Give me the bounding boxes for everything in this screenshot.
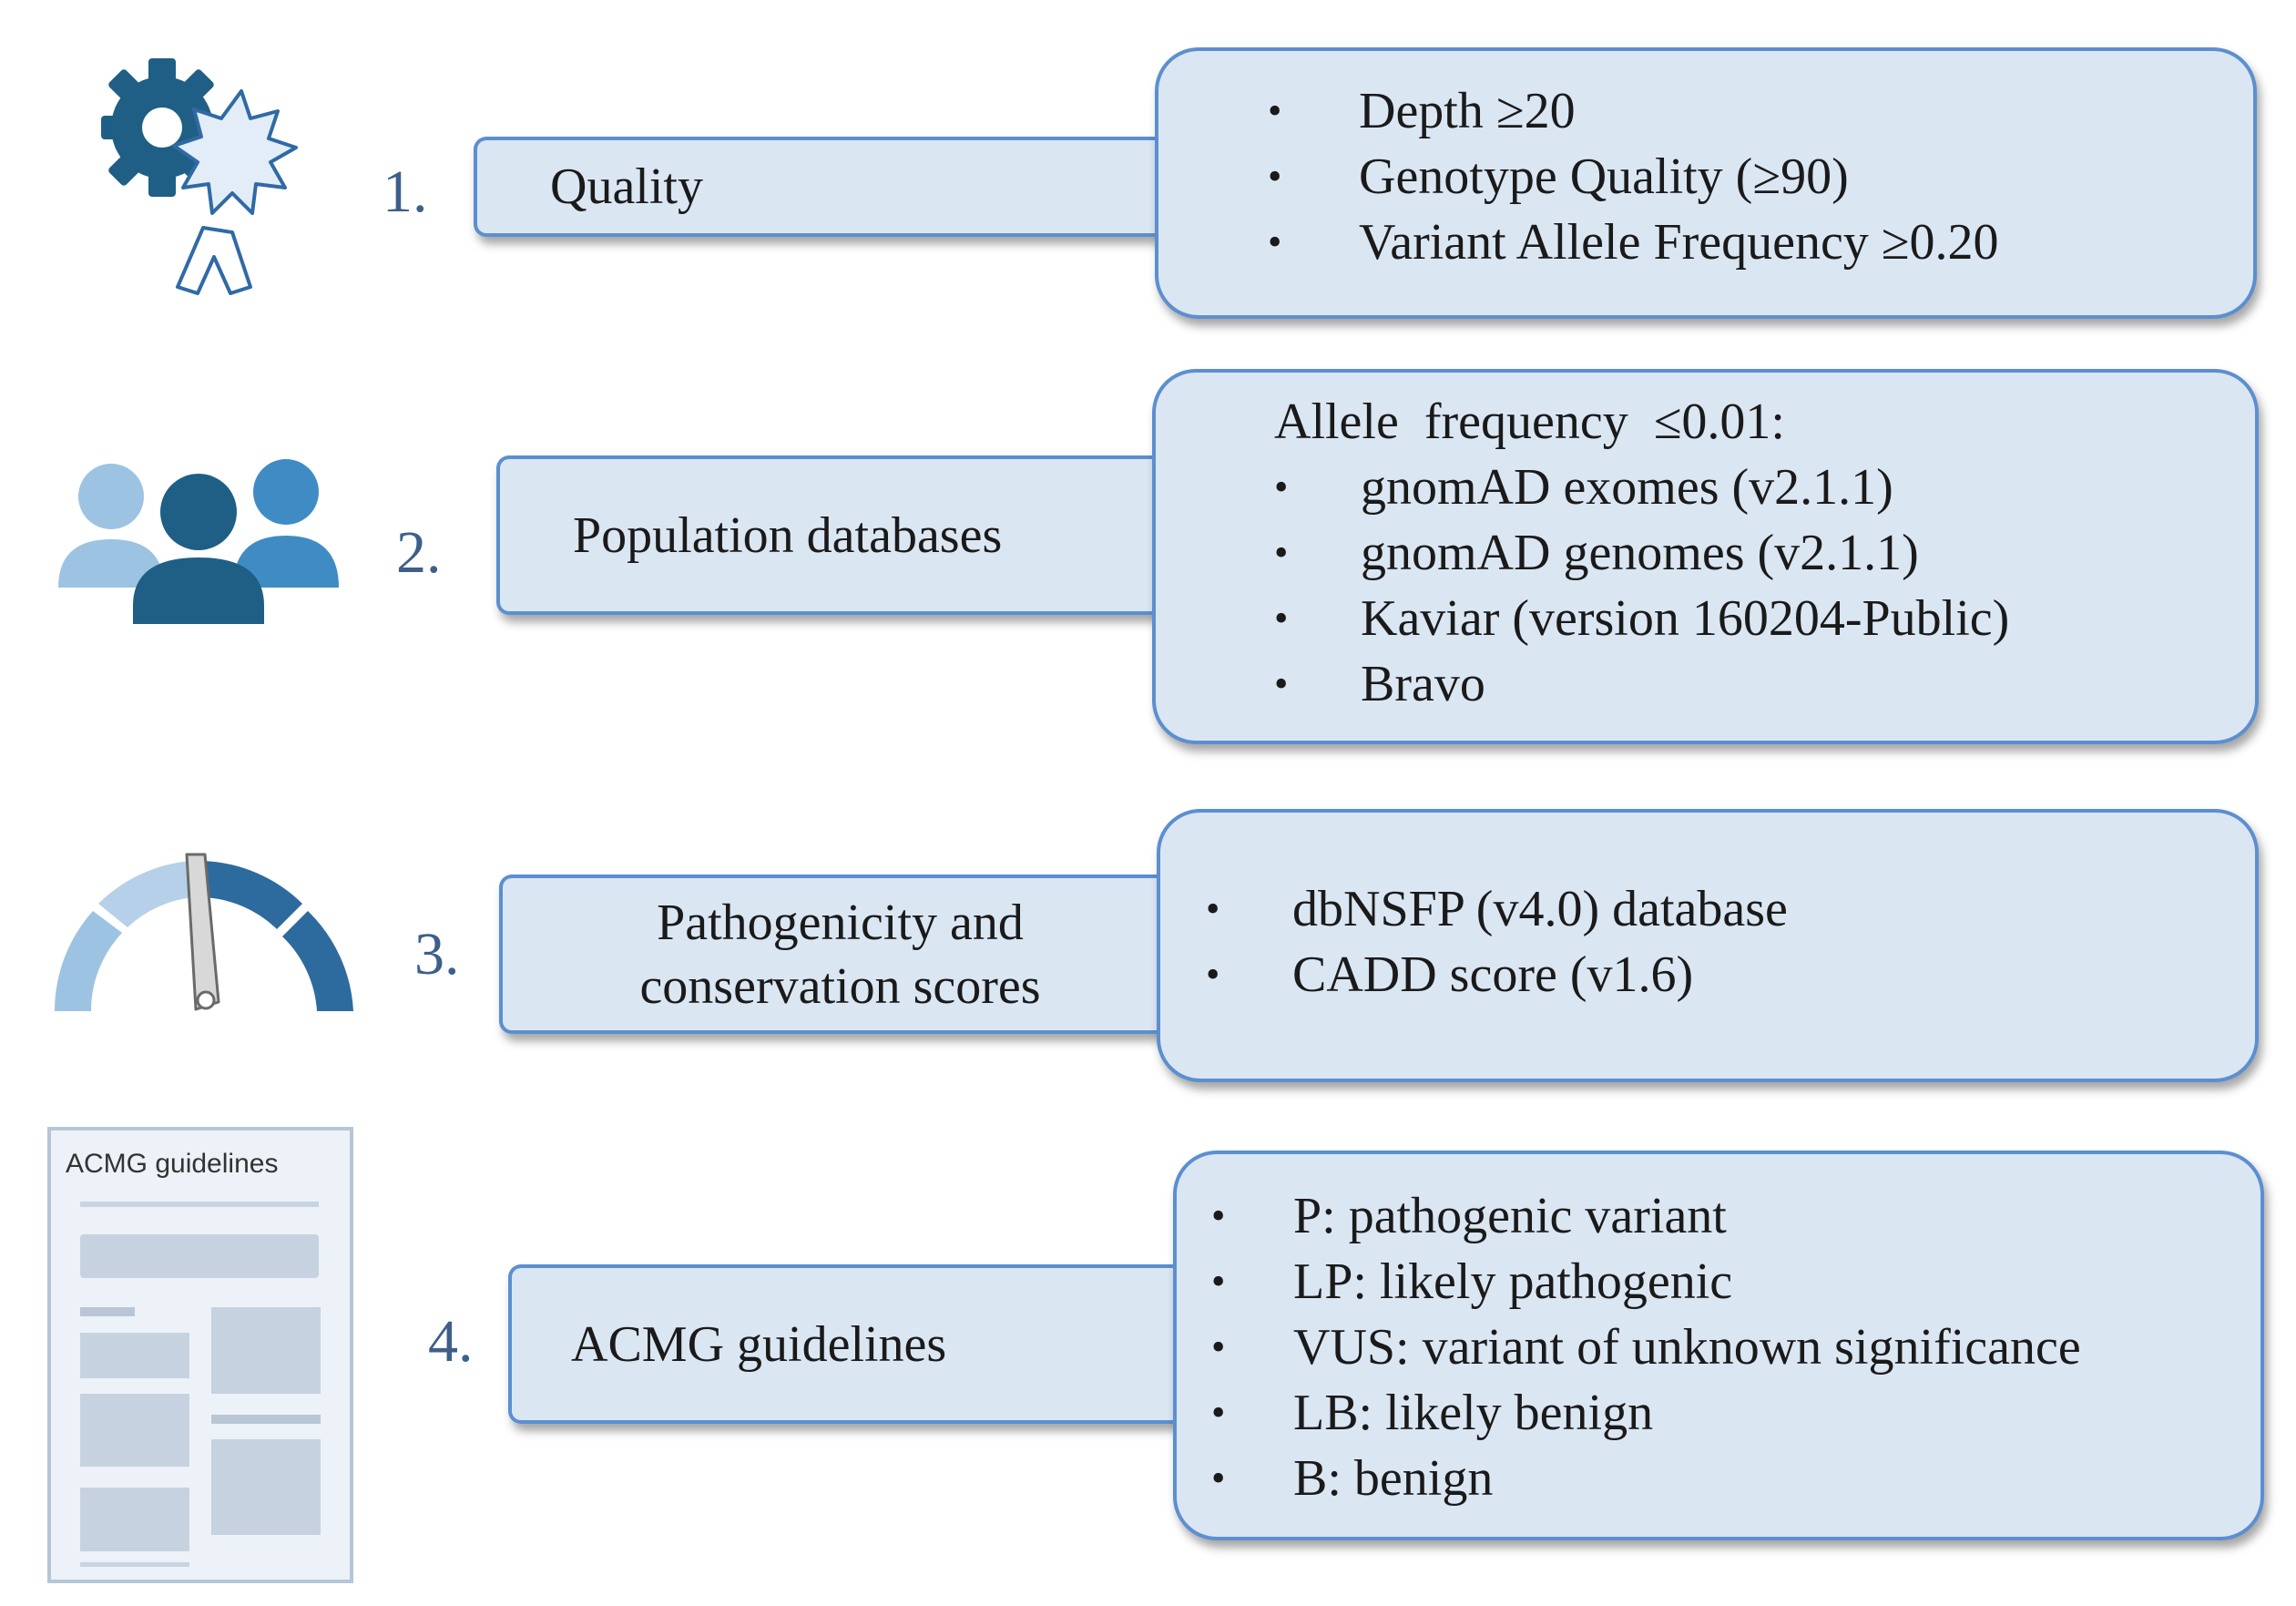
criteria-box: •Depth ≥20 •Genotype Quality (≥90) •Vari… bbox=[1155, 47, 2257, 319]
criteria-box: •P: pathogenic variant •LP: likely patho… bbox=[1173, 1151, 2264, 1540]
criteria-item: •gnomAD exomes (v2.1.1) bbox=[1274, 459, 1893, 516]
criteria-item: •LB: likely benign bbox=[1211, 1385, 1654, 1441]
criteria-item: •dbNSFP (v4.0) database bbox=[1206, 881, 1788, 937]
criteria-item: •VUS: variant of unknown significance bbox=[1211, 1319, 2081, 1376]
document-icon: ACMG guidelines bbox=[46, 1125, 355, 1585]
step-title: Pathogenicity and bbox=[657, 894, 1024, 951]
criteria-item: •CADD score (v1.6) bbox=[1206, 946, 1694, 1003]
criteria-item: •Kaviar (version 160204-Public) bbox=[1274, 590, 2010, 647]
step-number: 4. bbox=[428, 1308, 474, 1375]
criteria-box: •dbNSFP (v4.0) database •CADD score (v1.… bbox=[1157, 809, 2259, 1082]
criteria-item: •Variant Allele Frequency ≥0.20 bbox=[1268, 214, 1999, 271]
criteria-item: •B: benign bbox=[1211, 1450, 1494, 1507]
step-title: conservation scores bbox=[639, 957, 1041, 1015]
criteria-list: •Depth ≥20 •Genotype Quality (≥90) •Vari… bbox=[1158, 78, 2253, 275]
document-caption: ACMG guidelines bbox=[66, 1149, 279, 1179]
criteria-box: Allele frequency ≤0.01: •gnomAD exomes (… bbox=[1152, 369, 2259, 744]
criteria-item: •Depth ≥20 bbox=[1268, 83, 1576, 139]
step-title-box: Pathogenicity and conservation scores bbox=[499, 875, 1178, 1034]
criteria-intro: Allele frequency ≤0.01: bbox=[1274, 394, 1785, 450]
criteria-item: •P: pathogenic variant bbox=[1211, 1188, 1727, 1244]
criteria-item: •gnomAD genomes (v2.1.1) bbox=[1274, 525, 1919, 581]
step-title-box: Population databases bbox=[496, 455, 1175, 615]
criteria-item: •Genotype Quality (≥90) bbox=[1268, 148, 1849, 205]
step-title: Population databases bbox=[573, 506, 1003, 564]
step-number: 2. bbox=[396, 519, 442, 586]
gauge-icon bbox=[36, 847, 373, 1029]
step-number: 3. bbox=[414, 921, 460, 987]
people-group-icon bbox=[55, 455, 346, 629]
step-title-box: Quality bbox=[474, 137, 1170, 237]
step-number: 1. bbox=[383, 159, 428, 225]
criteria-list: •gnomAD exomes (v2.1.1) •gnomAD genomes … bbox=[1156, 455, 2255, 717]
step-title-box: ACMG guidelines bbox=[508, 1264, 1178, 1424]
step-title: Quality bbox=[550, 159, 703, 215]
criteria-list: •P: pathogenic variant •LP: likely patho… bbox=[1177, 1183, 2260, 1511]
step-title: ACMG guidelines bbox=[571, 1315, 947, 1373]
criteria-item: •Bravo bbox=[1274, 656, 1485, 712]
criteria-list: •dbNSFP (v4.0) database •CADD score (v1.… bbox=[1160, 876, 2255, 1008]
gear-award-icon bbox=[96, 55, 323, 305]
criteria-item: •LP: likely pathogenic bbox=[1211, 1253, 1733, 1310]
